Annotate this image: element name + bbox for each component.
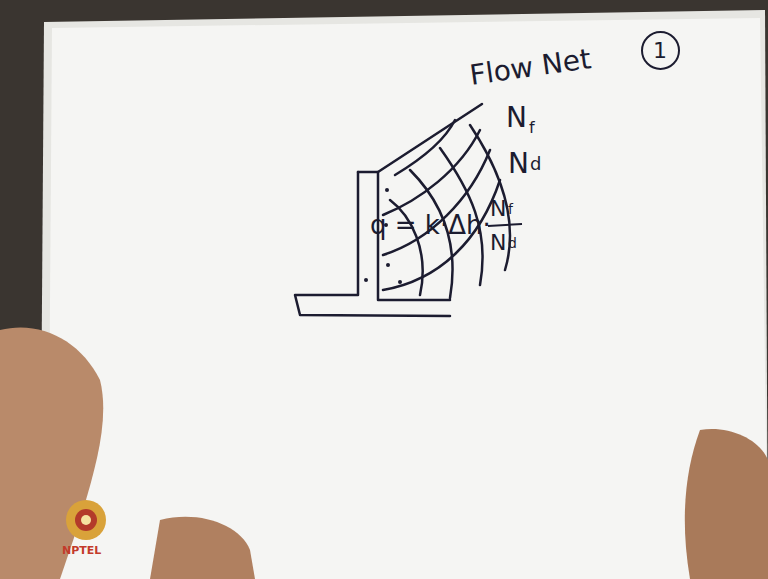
nptel-logo (66, 500, 106, 540)
handwritten-label: d (530, 155, 541, 173)
handwritten-label: NPTEL (62, 545, 101, 556)
callout-circle: 1 (641, 31, 680, 70)
left-hand (0, 327, 103, 579)
right-hand (685, 429, 768, 579)
handwritten-label: N (490, 232, 506, 254)
handwritten-label: N (506, 104, 527, 132)
callout-number: 1 (653, 38, 667, 63)
fraction-bar (488, 224, 522, 226)
retaining-wall-sketch (295, 104, 510, 316)
paper-sheet (48, 18, 768, 579)
handwritten-label: N (508, 150, 529, 178)
handwritten-label: q = k·Δh· (370, 212, 491, 238)
handwritten-label: f (529, 120, 535, 136)
handwritten-label: f (508, 202, 513, 216)
handwritten-label: N (490, 198, 506, 220)
paper-back (40, 10, 768, 579)
left-thumb (150, 517, 255, 579)
handwritten-label: d (508, 236, 517, 250)
